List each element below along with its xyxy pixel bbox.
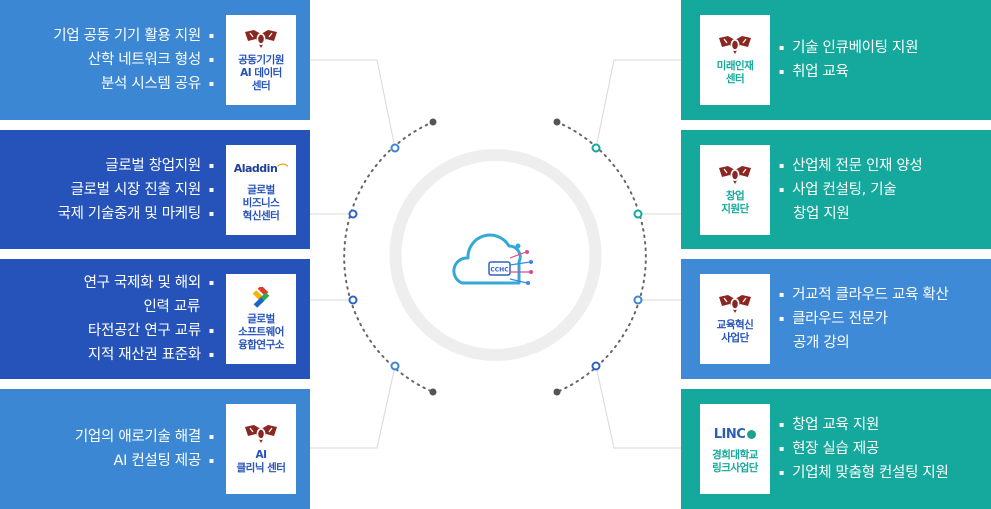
bullet-item: 연구 국제화 및 해외	[0, 271, 214, 295]
connector-node	[390, 361, 400, 371]
bullet-item: 글로벌 시장 진출 지원	[0, 178, 214, 202]
bullet-item: 기업체 맞춤형 컨설팅 지원	[779, 461, 991, 485]
panel-future-talent-center: 미래인재 센터 기술 인큐베이팅 지원 취업 교육	[681, 0, 991, 120]
connector-node	[591, 143, 601, 153]
arc-end-dot	[429, 388, 437, 396]
panel-startup-support: 창업 지원단 산업체 전문 인재 양성 사업 컨설팅, 기술 창업 지원	[681, 130, 991, 249]
cloud-circuit-icon: CCHC	[452, 233, 533, 285]
connector-node	[390, 143, 400, 153]
org-card[interactable]: Aladdin⌒ 글로벌 비즈니스 혁신센터	[226, 145, 296, 235]
bullet-item: 지적 재산권 표준화	[0, 343, 214, 367]
org-card[interactable]: 교육혁신 사업단	[700, 274, 770, 364]
aladdin-logo: Aladdin⌒	[233, 162, 289, 176]
org-card[interactable]: 공동기기원 AI 데이터 센터	[226, 15, 296, 105]
org-name: 창업 지원단	[721, 190, 749, 215]
org-name: 경희대학교 링크사업단	[712, 449, 758, 474]
bullet-list: 거교적 클라우드 교육 확산 클라우드 전문가 공개 강의	[779, 259, 991, 379]
bullet-item: 취업 교육	[779, 60, 991, 84]
arc-end-dot	[553, 388, 561, 396]
bullet-item: 창업 지원	[793, 205, 850, 222]
bullet-list: 산업체 전문 인재 양성 사업 컨설팅, 기술 창업 지원	[779, 130, 991, 249]
panel-global-software-lab: 연구 국제화 및 해외 인력 교류 타전공간 연구 교류 지적 재산권 표준화 …	[0, 259, 310, 379]
connector-node	[633, 295, 643, 305]
bullet-list: 기업 공동 기기 활용 지원 산학 네트워크 형성 분석 시스템 공유	[0, 0, 214, 120]
bullet-list: 기술 인큐베이팅 지원 취업 교육	[779, 0, 991, 120]
software-logo-icon	[244, 286, 278, 309]
connector-line	[595, 365, 681, 449]
center-label: CCHC	[490, 267, 509, 274]
connector-node	[348, 295, 358, 305]
bullet-item: 공개 강의	[793, 335, 850, 351]
bullet-item: 인력 교류	[143, 299, 201, 315]
connector-node	[348, 209, 358, 219]
org-name: 교육혁신 사업단	[716, 319, 754, 344]
panel-linc-project: LINC 경희대학교 링크사업단 창업 교육 지원 현장 실습 제공 기업체 맞…	[681, 389, 991, 509]
linc-logo: LINC	[705, 423, 765, 445]
bullet-item: 창업 교육 지원	[779, 413, 991, 437]
panel-education-innovation: 교육혁신 사업단 거교적 클라우드 교육 확산 클라우드 전문가 공개 강의	[681, 259, 991, 379]
university-emblem-icon	[718, 164, 752, 186]
org-card[interactable]: AI 클리닉 센터	[226, 404, 296, 494]
org-name: 공동기기원 AI 데이터 센터	[238, 53, 284, 92]
bullet-item: 국제 기술중개 및 마케팅	[0, 202, 214, 226]
connector-line	[595, 59, 681, 149]
bullet-list: 글로벌 창업지원 글로벌 시장 진출 지원 국제 기술중개 및 마케팅	[0, 130, 214, 249]
university-emblem-icon	[244, 423, 278, 445]
connector-node	[633, 209, 643, 219]
bullet-list: 기업의 애로기술 해결 AI 컨설팅 제공	[0, 389, 214, 509]
bullet-item: 산업체 전문 인재 양성	[779, 154, 991, 178]
bullet-item: 현장 실습 제공	[779, 437, 991, 461]
connector-node	[591, 361, 601, 371]
bullet-item: 기업 공동 기기 활용 지원	[0, 24, 214, 48]
org-name: 글로벌 소프트웨어 융합연구소	[238, 312, 284, 351]
bullet-item: 기술 인큐베이팅 지원	[779, 36, 991, 60]
arc-end-dot	[429, 118, 437, 126]
org-name: AI 클리닉 센터	[236, 449, 286, 474]
bullet-item: 거교적 클라우드 교육 확산	[779, 283, 991, 307]
bullet-item: 글로벌 창업지원	[0, 154, 214, 178]
center-ring	[389, 149, 602, 361]
bullet-list: 연구 국제화 및 해외 인력 교류 타전공간 연구 교류 지적 재산권 표준화	[0, 259, 214, 379]
bullet-list: 창업 교육 지원 현장 실습 제공 기업체 맞춤형 컨설팅 지원	[779, 389, 991, 509]
bullet-item: 사업 컨설팅, 기술	[779, 178, 991, 202]
org-card[interactable]: 미래인재 센터	[700, 15, 770, 105]
panel-ai-clinic-center: 기업의 애로기술 해결 AI 컨설팅 제공 AI 클리닉 센터	[0, 389, 310, 509]
university-emblem-icon	[718, 293, 752, 315]
org-name: 글로벌 비즈니스 혁신센터	[242, 183, 280, 222]
bullet-item: 분석 시스템 공유	[0, 72, 214, 96]
bullet-item: 타전공간 연구 교류	[0, 319, 214, 343]
bullet-item: 기업의 애로기술 해결	[0, 425, 214, 449]
org-name: 미래인재 센터	[716, 60, 754, 85]
arc-end-dot	[553, 118, 561, 126]
connector-line	[310, 59, 396, 149]
panel-equipment-ai-center: 기업 공동 기기 활용 지원 산학 네트워크 형성 분석 시스템 공유 공동기기…	[0, 0, 310, 120]
university-emblem-icon	[244, 28, 278, 50]
bullet-item: 클라우드 전문가	[779, 307, 991, 331]
bullet-item: AI 컨설팅 제공	[0, 449, 214, 473]
dotted-arc-left	[343, 121, 434, 393]
bullet-item: 산학 네트워크 형성	[0, 48, 214, 72]
org-card[interactable]: LINC 경희대학교 링크사업단	[700, 404, 770, 494]
org-card[interactable]: 글로벌 소프트웨어 융합연구소	[226, 274, 296, 364]
panel-global-business-center: 글로벌 창업지원 글로벌 시장 진출 지원 국제 기술중개 및 마케팅 Alad…	[0, 130, 310, 249]
org-card[interactable]: 창업 지원단	[700, 145, 770, 235]
connector-line	[310, 365, 396, 449]
university-emblem-icon	[718, 34, 752, 56]
